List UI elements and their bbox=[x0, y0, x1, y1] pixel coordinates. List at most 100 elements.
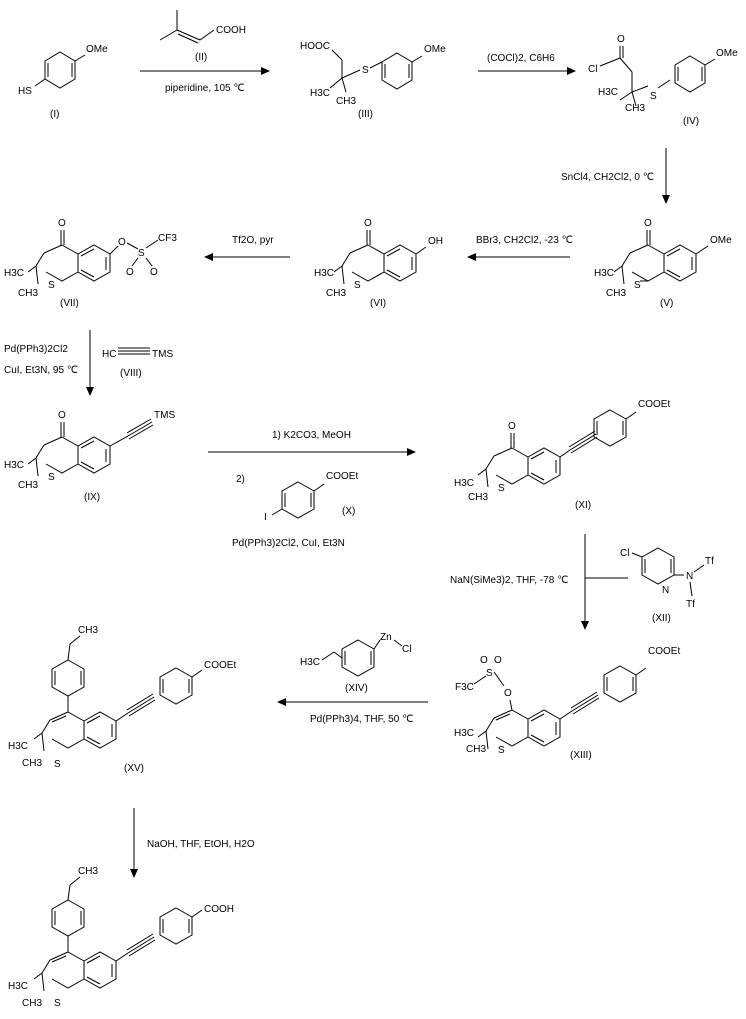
group-ch3: CH3 bbox=[18, 288, 38, 299]
group-s: S bbox=[48, 280, 55, 291]
arrow-step6: Pd(PPh3)2Cl2 CuI, Et3N, 95 ℃ bbox=[4, 330, 94, 396]
group-h3c: H3C bbox=[598, 87, 618, 98]
compound-IX: O TMS S H3C CH3 (IX) bbox=[4, 410, 175, 503]
group-hc: HC bbox=[102, 349, 116, 360]
compound-label-XI: (XI) bbox=[575, 500, 591, 511]
group-cooet: COOEt bbox=[638, 399, 670, 410]
arrow-step10: NaOH, THF, EtOH, H2O bbox=[130, 808, 255, 878]
group-o: O bbox=[644, 218, 652, 229]
group-h3c: H3C bbox=[594, 268, 614, 279]
group-cl: Cl bbox=[588, 64, 597, 75]
group-o: O bbox=[508, 421, 516, 432]
reagent-step6b: CuI, Et3N, 95 ℃ bbox=[4, 365, 78, 376]
reagent-step4: BBr3, CH2Cl2, -23 ℃ bbox=[476, 235, 573, 246]
compound-XV: CH3 COOEt S H3C CH3 (XV) bbox=[8, 625, 236, 774]
compound-VIII: HC TMS (VIII) bbox=[102, 347, 173, 379]
group-oa: O bbox=[126, 267, 134, 278]
compound-XIII: O O S F3C O COOEt S H3C CH3 (XIII) bbox=[454, 646, 680, 761]
reagent-step5: Tf2O, pyr bbox=[232, 235, 274, 246]
group-ch3: CH3 bbox=[468, 492, 488, 503]
arrow-step4: BBr3, CH2Cl2, -23 ℃ bbox=[467, 235, 573, 261]
compound-VI: O OH S H3C CH3 (VI) bbox=[314, 218, 443, 309]
group-h3c: H3C bbox=[4, 460, 24, 471]
compound-label-VI: (VI) bbox=[370, 298, 386, 309]
compound-XII: Cl N N Tf Tf (XII) bbox=[620, 547, 714, 624]
group-s2: S bbox=[498, 745, 505, 756]
group-tms: TMS bbox=[154, 410, 175, 421]
group-sh: HS bbox=[18, 86, 32, 97]
reagent-step8: NaN(SiMe3)2, THF, -78 ℃ bbox=[450, 575, 568, 586]
group-zn: Zn bbox=[380, 632, 392, 643]
compound-label-XV: (XV) bbox=[124, 763, 144, 774]
group-i: I bbox=[264, 512, 267, 523]
group-n2: N bbox=[686, 571, 693, 582]
group-o: O bbox=[364, 218, 372, 229]
group-cooh: COOH bbox=[216, 25, 246, 36]
group-cooet: COOEt bbox=[648, 646, 680, 657]
compound-label-III: (III) bbox=[358, 109, 373, 120]
group-ch3b: CH3 bbox=[22, 998, 42, 1009]
group-ob: O bbox=[494, 655, 502, 666]
group-o2: O bbox=[118, 237, 126, 248]
reagent-step2: (COCl)2, C6H6 bbox=[487, 53, 555, 64]
reagent-step10: NaOH, THF, EtOH, H2O bbox=[147, 839, 255, 850]
reagent-step3: SnCl4, CH2Cl2, 0 ℃ bbox=[561, 172, 654, 183]
group-tms: TMS bbox=[152, 349, 173, 360]
group-f3c: F3C bbox=[455, 682, 474, 693]
arrow-step3: SnCl4, CH2Cl2, 0 ℃ bbox=[561, 148, 670, 204]
group-cf3: CF3 bbox=[158, 233, 177, 244]
compound-label-IX: (IX) bbox=[84, 492, 100, 503]
group-oa: O bbox=[480, 655, 488, 666]
group-s: S bbox=[486, 668, 493, 679]
reagent-step9: Pd(PPh3)4, THF, 50 ℃ bbox=[310, 714, 413, 725]
compound-label-X: (X) bbox=[342, 506, 355, 517]
compound-XIV: H3C Zn Cl (XIV) bbox=[300, 632, 411, 694]
group-cooet: COOEt bbox=[326, 471, 358, 482]
reagent-step6a: Pd(PPh3)2Cl2 bbox=[4, 344, 68, 355]
group-s: S bbox=[362, 65, 369, 76]
group-h3c: H3C bbox=[300, 657, 320, 668]
group-cl: Cl bbox=[402, 644, 411, 655]
compound-III: HOOC S OMe H3C CH3 (III) bbox=[300, 41, 446, 120]
compound-label-VIII: (VIII) bbox=[120, 368, 142, 379]
group-ch3: CH3 bbox=[326, 288, 346, 299]
compound-label-XII: (XII) bbox=[652, 613, 671, 624]
group-ch3: CH3 bbox=[18, 480, 38, 491]
group-ch3: CH3 bbox=[625, 103, 645, 114]
compound-final: CH3 COOH S H3C CH3 bbox=[8, 866, 234, 1009]
group-ch3b: CH3 bbox=[22, 758, 42, 769]
group-h3c: H3C bbox=[8, 741, 28, 752]
reagent-step7b: 2) bbox=[236, 474, 245, 485]
compound-VII: O O S CF3 O O S H3C CH3 (VII) bbox=[4, 218, 177, 309]
compound-label-VII: (VII) bbox=[60, 298, 79, 309]
group-n: N bbox=[662, 585, 669, 596]
group-s: S bbox=[54, 998, 61, 1009]
group-ome: OMe bbox=[710, 235, 732, 246]
group-cooh: COOH bbox=[204, 904, 234, 915]
group-oh: OH bbox=[428, 236, 443, 247]
group-o: O bbox=[58, 410, 66, 421]
group-s: S bbox=[634, 280, 641, 291]
group-s: S bbox=[354, 280, 361, 291]
arrow-step7: 1) K2CO3, MeOH 2) Pd(PPh3)2Cl2, CuI, Et3… bbox=[208, 430, 416, 549]
group-ch3: CH3 bbox=[78, 625, 98, 636]
group-cooet: COOEt bbox=[204, 660, 236, 671]
compound-V: O OMe S H3C CH3 (V) bbox=[594, 218, 732, 309]
group-ome: OMe bbox=[424, 44, 446, 55]
arrow-step1: piperidine, 105 ℃ bbox=[140, 67, 270, 94]
compound-I: OMe HS (I) bbox=[18, 44, 108, 120]
group-s2: S bbox=[138, 248, 145, 259]
compound-label-XIV: (XIV) bbox=[345, 683, 368, 694]
arrow-step8: NaN(SiMe3)2, THF, -78 ℃ bbox=[450, 534, 628, 630]
compound-XI: O COOEt S H3C CH3 (XI) bbox=[454, 399, 670, 511]
compound-label-V: (V) bbox=[660, 298, 673, 309]
compound-IV: O Cl S OMe H3C CH3 (IV) bbox=[588, 34, 738, 127]
group-cl: Cl bbox=[620, 548, 629, 559]
compound-label-XIII: (XIII) bbox=[570, 750, 592, 761]
group-s: S bbox=[54, 759, 61, 770]
group-ome: OMe bbox=[86, 44, 108, 55]
group-o: O bbox=[617, 34, 625, 45]
group-h3c: H3C bbox=[8, 981, 28, 992]
group-h3c: H3C bbox=[454, 478, 474, 489]
